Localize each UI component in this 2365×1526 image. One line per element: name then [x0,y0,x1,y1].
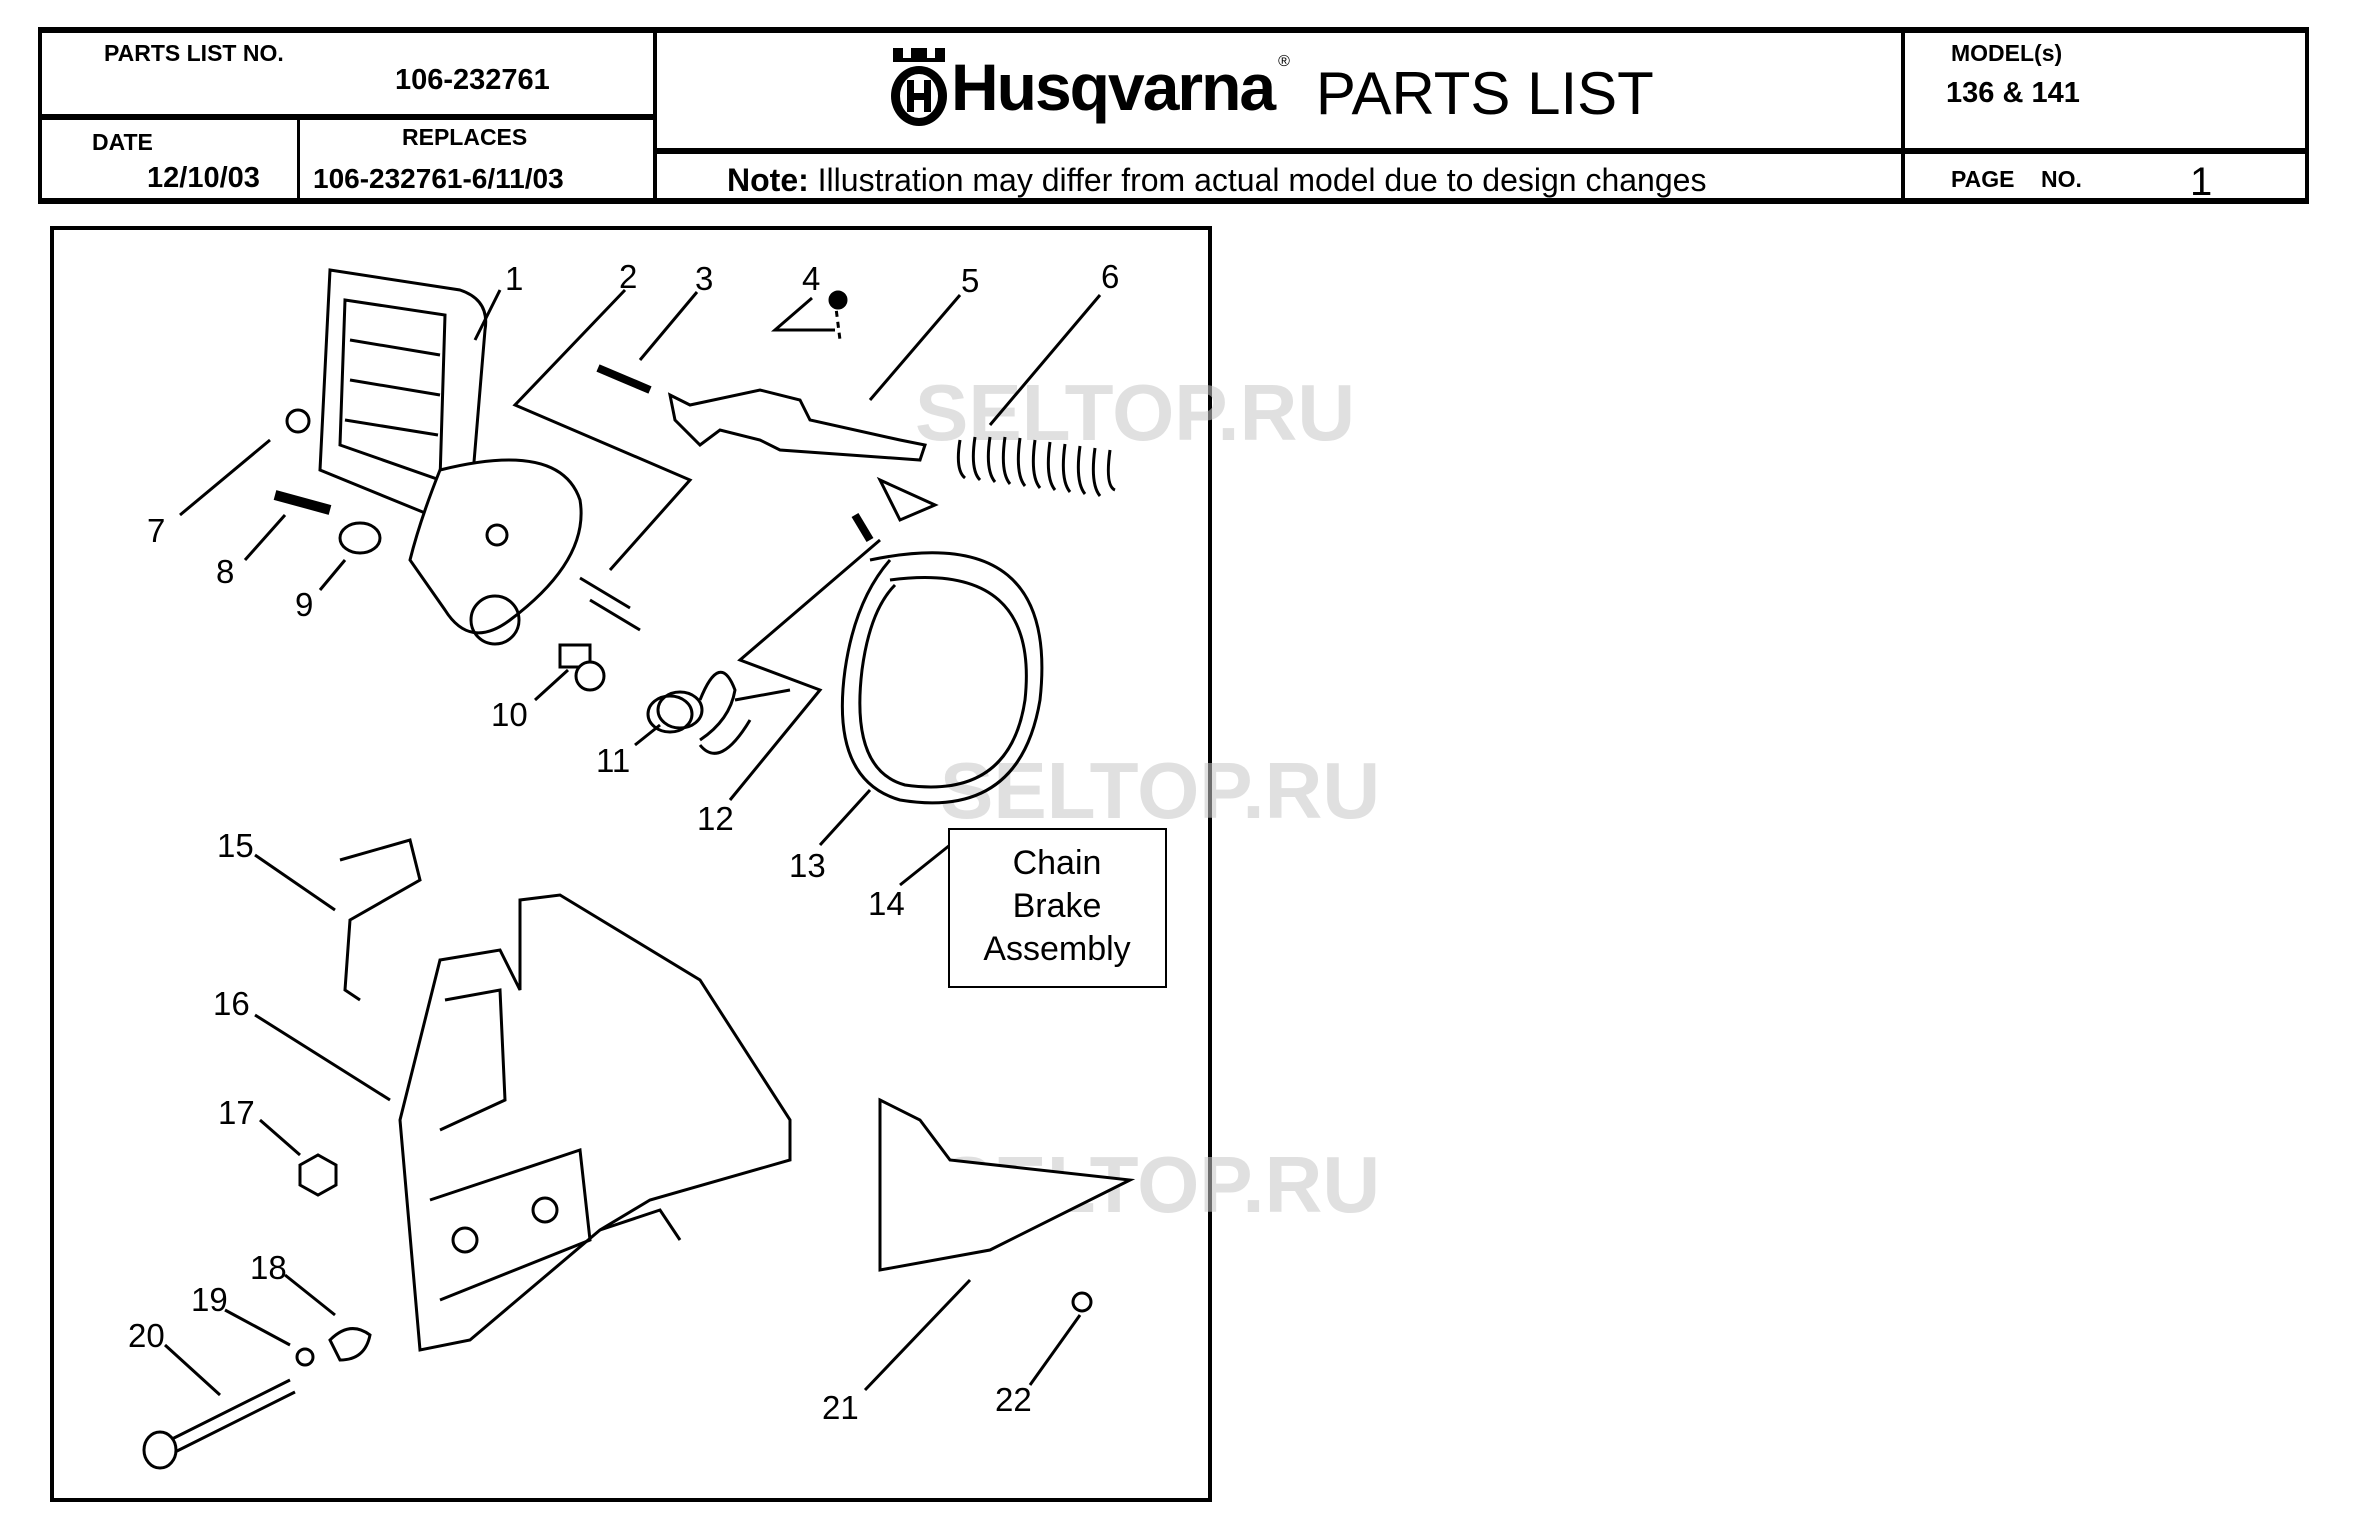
divider [297,118,300,202]
part-deflector [878,1097,1136,1272]
callout-7: 7 [147,512,165,549]
part-screw [273,490,332,515]
callout-9: 9 [295,586,313,623]
replaces-label: REPLACES [402,124,528,150]
models-value: 136 & 141 [1946,77,2080,109]
assembly-label-line: Chain [1013,844,1102,882]
page-number: 1 [2190,160,2213,204]
callout-10: 10 [491,696,528,733]
part-lever [667,388,927,462]
date-value: 12/10/03 [147,162,260,194]
divider [40,114,655,120]
watermark: SELTOP.RU [940,746,1380,835]
callout-12: 12 [697,800,734,837]
part-washer [295,1347,315,1367]
part-pin [596,364,652,394]
assembly-label-box: Chain Brake Assembly [948,828,1167,988]
models-label: MODEL(s) [1951,40,2063,66]
note-text: Illustration may differ from actual mode… [817,162,1707,198]
callout-6: 6 [1101,258,1119,295]
callout-13: 13 [789,847,826,884]
callout-16: 16 [213,985,250,1022]
assembly-label-line: Brake [1013,887,1102,925]
part-screw [828,290,848,310]
part-bushing [338,521,382,555]
callout-3: 3 [695,260,713,297]
callout-8: 8 [216,553,234,590]
replaces-value: 106-232761-6/11/03 [313,163,564,194]
parts-list-no-label: PARTS LIST NO. [104,40,284,66]
note-label: Note: [727,162,809,198]
callout-19: 19 [191,1281,228,1318]
part-brake-band [840,476,1044,805]
page-no-label: NO. [2041,166,2082,192]
callout-21: 21 [822,1389,859,1426]
husqvarna-logo: Husqvarna ® PARTS LIST [887,45,1654,128]
callout-11: 11 [596,742,630,779]
part-screw [1071,1291,1093,1313]
callout-4: 4 [802,260,820,297]
callout-20: 20 [128,1317,165,1354]
part-nut [298,1153,338,1197]
part-front-hand-guard [318,268,583,646]
part-tensioner [328,1327,372,1362]
crown-h-icon [891,47,947,126]
document-title: PARTS LIST [1315,60,1654,127]
part-chain-catcher [339,838,422,1002]
part-torsion-spring [646,670,791,755]
divider [653,30,657,202]
watermark: SELTOP.RU [915,368,1355,457]
note: Note: Illustration may differ from actua… [727,162,1706,199]
part-washer [285,408,311,434]
parts-list-no: 106-232761 [395,64,550,96]
callout-14: 14 [868,885,905,922]
divider [653,148,2307,154]
part-screw [833,299,842,341]
registered-mark: ® [1278,53,1290,70]
part-spring [956,436,1116,497]
part-bolt [579,576,641,632]
part-pin [851,512,874,543]
part-tension-screw [142,1378,296,1470]
callout-5: 5 [961,262,979,299]
callout-2: 2 [619,258,637,295]
callout-22: 22 [995,1381,1032,1418]
divider [1901,30,1905,202]
brand-name: Husqvarna [951,49,1276,124]
part-clutch-cover [398,893,792,1352]
callout-18: 18 [250,1249,287,1286]
assembly-label-line: Assembly [983,930,1130,968]
leader-lines [163,288,1102,1397]
diagram-frame [50,226,1212,1502]
callout-15: 15 [217,827,254,864]
callout-17: 17 [218,1094,255,1131]
part-pivot [558,643,592,669]
date-label: DATE [92,129,153,155]
callout-1: 1 [505,260,523,297]
page-label: PAGE [1951,166,2015,192]
